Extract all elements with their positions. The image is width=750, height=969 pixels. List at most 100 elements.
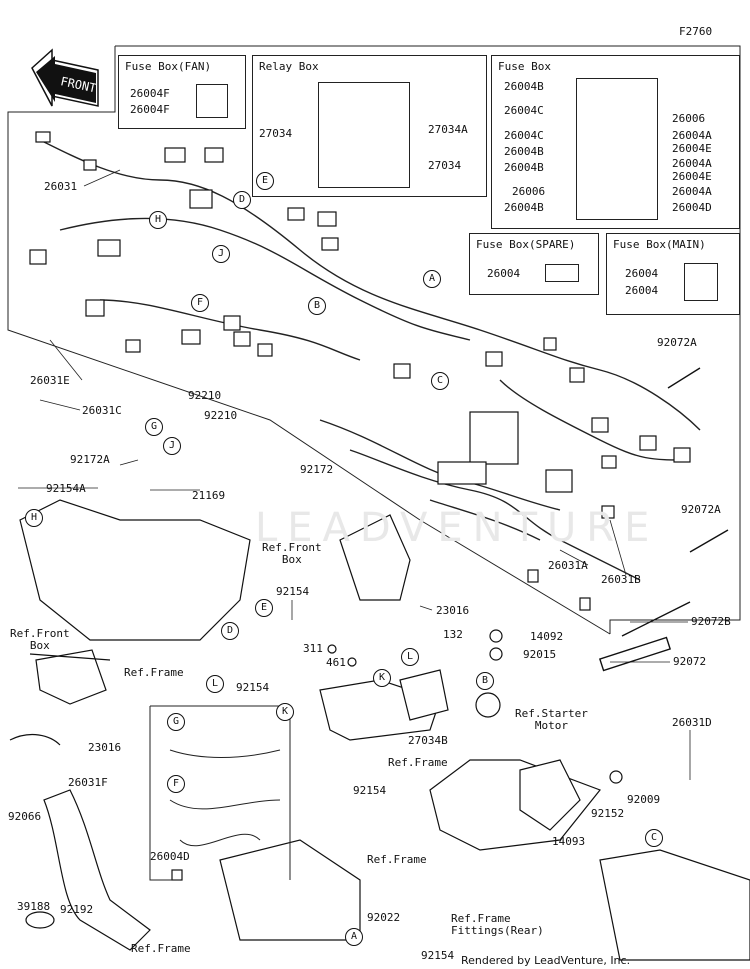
label-92015: 92015 xyxy=(523,648,557,661)
fuse-grid-right-5: 26004E xyxy=(672,170,712,183)
label-92072A-mid: 92072A xyxy=(681,503,721,516)
callout-D-lower: D xyxy=(221,622,239,640)
label-26004D: 26004D xyxy=(150,850,190,863)
fuse-grid-left-5: 26004B xyxy=(504,161,544,174)
callout-L-lower: L xyxy=(206,675,224,693)
label-92172: 92172 xyxy=(300,463,334,476)
credit-text: Rendered by LeadVenture, Inc. xyxy=(461,954,631,967)
relay-part-27034A: 27034A xyxy=(428,123,468,136)
label-92152: 92152 xyxy=(591,807,625,820)
label-14093: 14093 xyxy=(552,835,586,848)
label-461: 461 xyxy=(326,656,346,669)
callout-A-upper: A xyxy=(423,270,441,288)
fuse-grid-left-7: 26004B xyxy=(504,201,544,214)
label-92009: 92009 xyxy=(627,793,661,806)
fuse-grid-body xyxy=(576,78,658,220)
label-92210-lower: 92210 xyxy=(204,409,238,422)
label-26031F: 26031F xyxy=(68,776,108,789)
ref-frame-fittings-rear: Ref.Frame Fittings(Rear) xyxy=(451,912,544,937)
ref-frame-4: Ref.Frame xyxy=(131,942,191,955)
fuse-fan-part-2: 26004F xyxy=(130,103,170,116)
relay-part-27034-left: 27034 xyxy=(259,127,293,140)
label-132: 132 xyxy=(443,628,463,641)
label-27034B: 27034B xyxy=(408,734,448,747)
fuse-grid-right-3: 26004E xyxy=(672,142,712,155)
fuse-grid-left-1: 26004B xyxy=(504,80,544,93)
fuse-grid-right-4: 26004A xyxy=(672,157,712,170)
fuse-spare-part: 26004 xyxy=(487,267,521,280)
label-92022: 92022 xyxy=(367,911,401,924)
ref-frame-3: Ref.Frame xyxy=(367,853,427,866)
figure-code: F2760 xyxy=(679,25,713,38)
fuse-box-fan-title: Fuse Box(FAN) xyxy=(125,60,212,73)
fuse-main-holder xyxy=(684,263,718,301)
fuse-grid-right-2: 26004A xyxy=(672,129,712,142)
ref-front-box-2: Ref.Front Box xyxy=(10,627,70,652)
callout-B-lower: B xyxy=(476,672,494,690)
ref-front-box-1: Ref.Front Box xyxy=(262,541,322,566)
label-21169: 21169 xyxy=(192,489,226,502)
fuse-grid-right-6: 26004A xyxy=(672,185,712,198)
callout-D-upper: D xyxy=(233,191,251,209)
callout-C-upper: C xyxy=(431,372,449,390)
fuse-box-spare: Fuse Box(SPARE) xyxy=(469,233,599,295)
callout-F-upper: F xyxy=(191,294,209,312)
callout-J-lower: J xyxy=(163,437,181,455)
callout-H-upper: H xyxy=(149,211,167,229)
callout-G-lower: G xyxy=(167,713,185,731)
label-92172A: 92172A xyxy=(70,453,110,466)
label-26031: 26031 xyxy=(44,180,78,193)
label-26031B: 26031B xyxy=(601,573,641,586)
callout-E-lower: E xyxy=(255,599,273,617)
label-39188: 39188 xyxy=(17,900,51,913)
fuse-grid-left-4: 26004B xyxy=(504,145,544,158)
callout-A-lower: A xyxy=(345,928,363,946)
fuse-grid-left-6: 26006 xyxy=(512,185,546,198)
callout-C-lower: C xyxy=(645,829,663,847)
fuse-grid-left-2: 26004C xyxy=(504,104,544,117)
relay-box-body xyxy=(318,82,410,188)
label-92192: 92192 xyxy=(60,903,94,916)
label-92072B: 92072B xyxy=(691,615,731,628)
label-26031C: 26031C xyxy=(82,404,122,417)
fuse-grid-right-7: 26004D xyxy=(672,201,712,214)
ref-frame-1: Ref.Frame xyxy=(124,666,184,679)
label-92154A: 92154A xyxy=(46,482,86,495)
callout-L-upper: L xyxy=(401,648,419,666)
label-92072A-top: 92072A xyxy=(657,336,697,349)
fuse-fan-holder xyxy=(196,84,228,118)
fuse-box-grid-title: Fuse Box xyxy=(498,60,551,73)
ref-frame-2: Ref.Frame xyxy=(388,756,448,769)
fuse-main-part-2: 26004 xyxy=(625,284,659,297)
fuse-spare-holder xyxy=(545,264,579,282)
label-92154-2: 92154 xyxy=(236,681,270,694)
callout-H-lower: H xyxy=(25,509,43,527)
callout-G-upper: G xyxy=(145,418,163,436)
label-92066: 92066 xyxy=(8,810,42,823)
fuse-box-main-title: Fuse Box(MAIN) xyxy=(613,238,706,251)
callout-K-lower: K xyxy=(276,703,294,721)
label-23016-lower: 23016 xyxy=(88,741,122,754)
fuse-fan-part-1: 26004F xyxy=(130,87,170,100)
label-92154-4: 92154 xyxy=(421,949,455,962)
label-92154-1: 92154 xyxy=(276,585,310,598)
callout-K-upper: K xyxy=(373,669,391,687)
relay-part-27034-right: 27034 xyxy=(428,159,462,172)
relay-box-title: Relay Box xyxy=(259,60,319,73)
callout-F-lower: F xyxy=(167,775,185,793)
fuse-main-part-1: 26004 xyxy=(625,267,659,280)
label-23016-upper: 23016 xyxy=(436,604,470,617)
watermark-text: LEADVENTURE xyxy=(255,505,660,551)
label-92154-3: 92154 xyxy=(353,784,387,797)
callout-E-upper: E xyxy=(256,172,274,190)
label-311: 311 xyxy=(303,642,323,655)
label-92072: 92072 xyxy=(673,655,707,668)
label-26031D: 26031D xyxy=(672,716,712,729)
fuse-grid-left-3: 26004C xyxy=(504,129,544,142)
callout-J-upper: J xyxy=(212,245,230,263)
callout-B-upper: B xyxy=(308,297,326,315)
label-92210-upper: 92210 xyxy=(188,389,222,402)
label-14092: 14092 xyxy=(530,630,564,643)
